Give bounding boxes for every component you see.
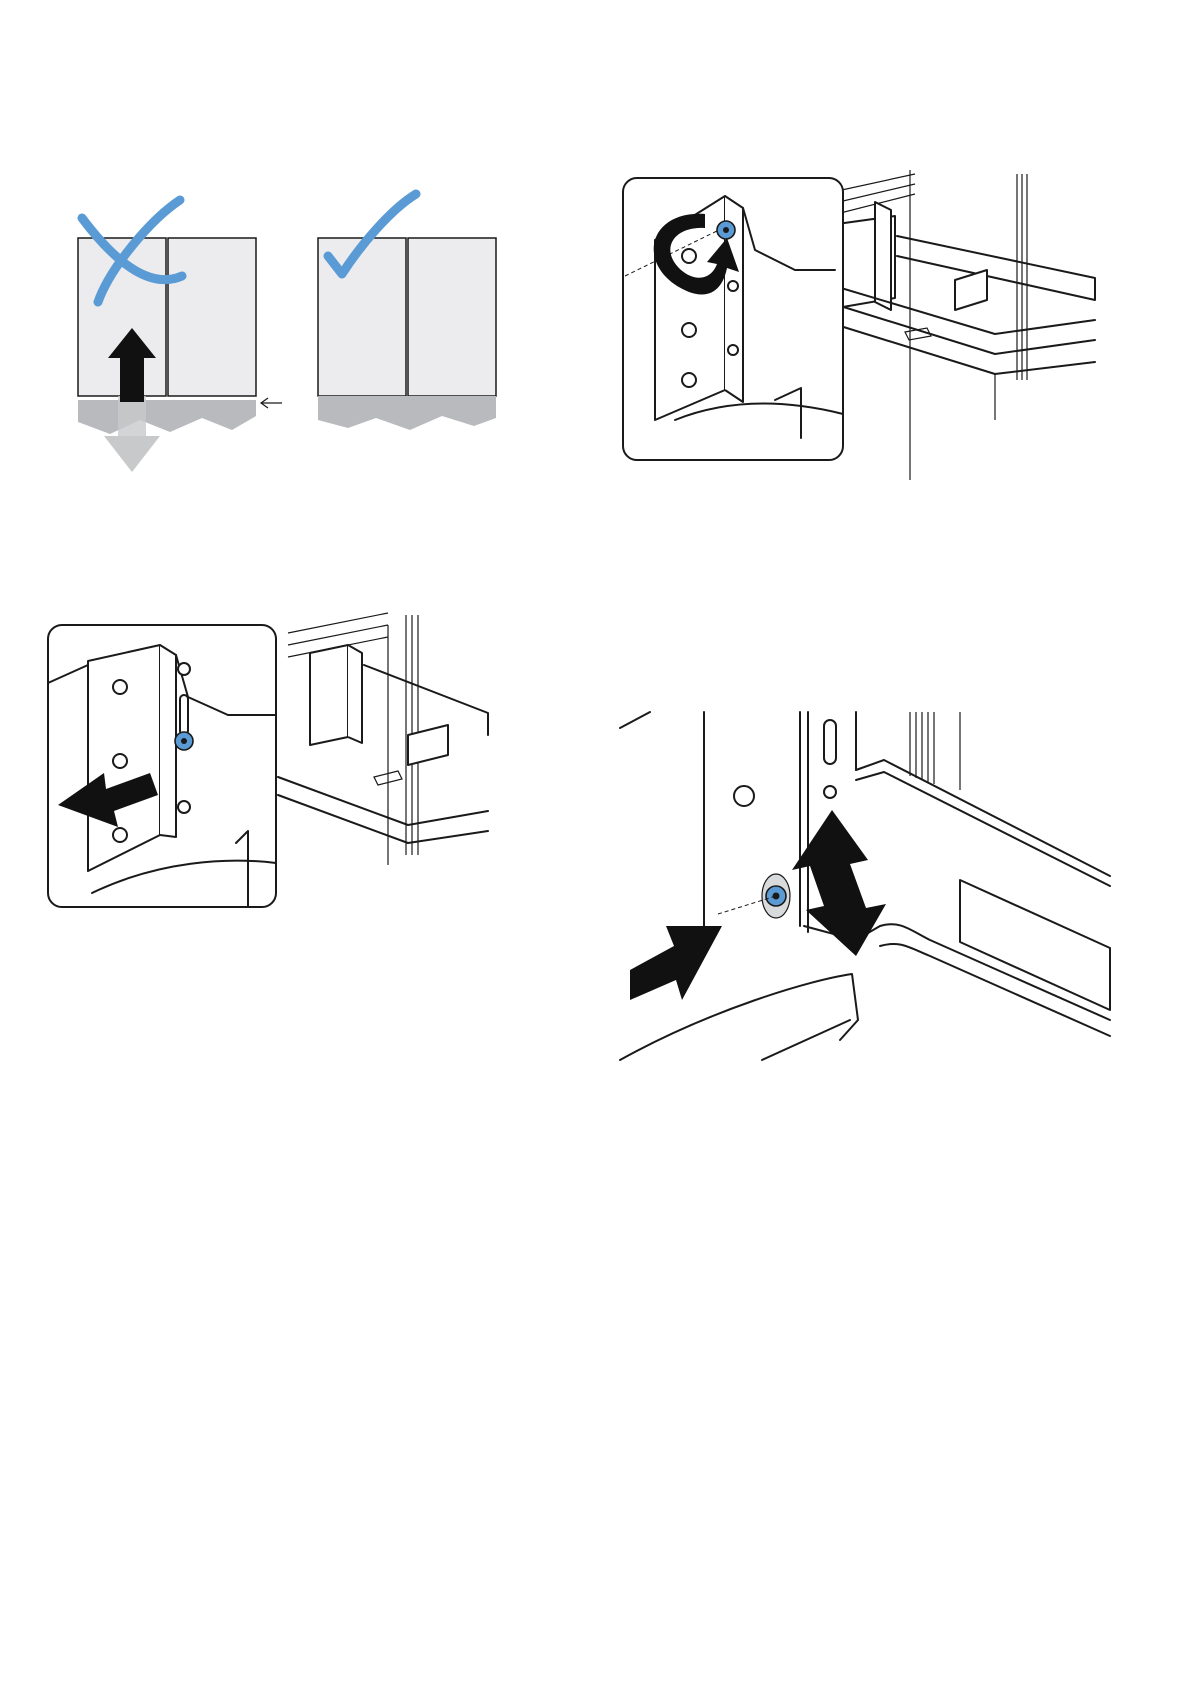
push-arrow-icon: [630, 926, 722, 1000]
base-strip: [78, 400, 256, 434]
adjust-screw-figure: [610, 700, 1110, 1100]
appliance-background: [278, 613, 488, 865]
gap-pointer-icon: [261, 398, 282, 408]
right-example: [318, 194, 496, 430]
rotate-screw-figure: [615, 170, 1100, 500]
down-arrow-ghost-icon: [104, 436, 160, 472]
screw-center: [181, 738, 187, 744]
front-alignment-illustration: [70, 190, 510, 490]
screw-center: [773, 893, 780, 900]
door-panel-right: [408, 238, 496, 396]
screw-center: [723, 227, 729, 233]
remove-screw-illustration: [48, 625, 528, 955]
base-strip: [318, 396, 496, 430]
wrong-example: [78, 200, 282, 472]
appliance-background: [620, 712, 1110, 1060]
remove-screw-figure: [48, 625, 528, 955]
door-panel-right: [168, 238, 256, 396]
adjust-screw-illustration: [610, 700, 1110, 1100]
up-down-arrow-icon: [792, 810, 886, 956]
appliance-background: [805, 170, 1095, 480]
rotate-screw-illustration: [615, 170, 1100, 500]
front-alignment-figure: [70, 190, 510, 490]
